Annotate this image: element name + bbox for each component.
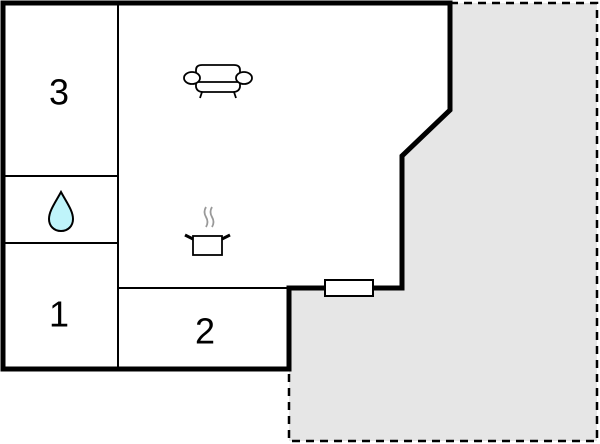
terrace-area — [287, 1, 599, 443]
room-1-label: 1 — [49, 294, 69, 335]
sofa-icon — [183, 64, 253, 99]
window-icon — [324, 279, 374, 297]
interior-walls — [3, 3, 289, 369]
exterior-walls — [0, 0, 453, 372]
room-2-label: 2 — [195, 311, 215, 352]
room-3-label: 3 — [49, 72, 69, 113]
interior-floor — [3, 3, 450, 369]
cooking-pot-icon — [184, 206, 231, 256]
water-drop-icon — [47, 189, 75, 233]
